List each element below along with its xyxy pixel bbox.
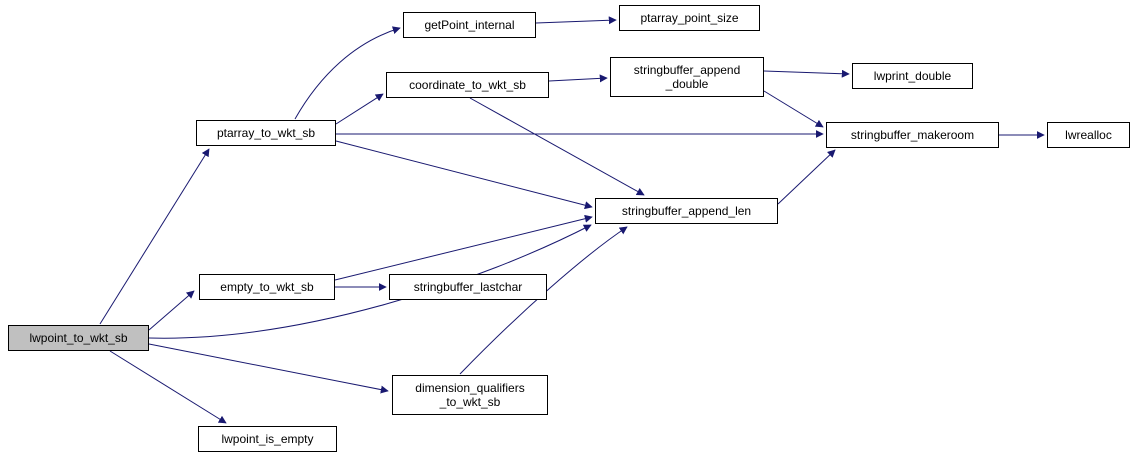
edge-lwpoint_to_wkt_sb-to-stringbuffer_append_len <box>148 224 592 339</box>
edge-ptarray_to_wkt_sb-to-getPoint_internal <box>294 26 401 120</box>
node-coordinate_to_wkt_sb[interactable]: coordinate_to_wkt_sb <box>386 72 549 98</box>
node-label: ptarray_point_size <box>640 11 739 25</box>
node-label: stringbuffer_append <box>633 63 741 77</box>
edge-lwpoint_to_wkt_sb-to-empty_to_wkt_sb <box>148 290 195 331</box>
node-lwrealloc[interactable]: lwrealloc <box>1047 122 1130 148</box>
node-stringbuffer_makeroom[interactable]: stringbuffer_makeroom <box>826 122 999 148</box>
edge-lwpoint_to_wkt_sb-to-dimension_qualifiers_to_wkt_sb <box>148 343 389 394</box>
edge-ptarray_to_wkt_sb-to-coordinate_to_wkt_sb <box>335 93 384 125</box>
edge-coordinate_to_wkt_sb-to-stringbuffer_append_double <box>548 74 608 83</box>
node-label: getPoint_internal <box>424 18 515 32</box>
node-label: lwpoint_is_empty <box>221 432 314 446</box>
node-lwpoint_to_wkt_sb[interactable]: lwpoint_to_wkt_sb <box>8 325 149 351</box>
edge-lwpoint_to_wkt_sb-to-lwpoint_is_empty <box>109 350 227 424</box>
node-label: lwprint_double <box>873 69 952 83</box>
node-label: stringbuffer_makeroom <box>850 128 975 142</box>
node-lwprint_double[interactable]: lwprint_double <box>852 63 973 89</box>
edge-lwpoint_to_wkt_sb-to-ptarray_to_wkt_sb <box>99 148 210 325</box>
edge-coordinate_to_wkt_sb-to-stringbuffer_append_len <box>469 97 645 196</box>
edge-empty_to_wkt_sb-to-stringbuffer_append_len <box>334 214 593 281</box>
node-label: lwrealloc <box>1065 128 1112 142</box>
node-lwpoint_is_empty[interactable]: lwpoint_is_empty <box>198 426 337 452</box>
node-getPoint_internal[interactable]: getPoint_internal <box>403 12 536 38</box>
node-stringbuffer_lastchar[interactable]: stringbuffer_lastchar <box>389 274 547 300</box>
node-label: _double <box>665 77 709 91</box>
edge-stringbuffer_append_double-to-stringbuffer_makeroom <box>763 90 824 128</box>
edge-ptarray_to_wkt_sb-to-stringbuffer_append_len <box>335 140 593 210</box>
node-label: _to_wkt_sb <box>439 395 501 409</box>
node-label: dimension_qualifiers <box>415 381 525 395</box>
node-label: stringbuffer_lastchar <box>413 280 523 294</box>
node-dimension_qualifiers_to_wkt_sb[interactable]: dimension_qualifiers_to_wkt_sb <box>392 375 548 415</box>
node-stringbuffer_append_double[interactable]: stringbuffer_append_double <box>610 57 764 97</box>
node-label: coordinate_to_wkt_sb <box>409 78 526 92</box>
node-empty_to_wkt_sb[interactable]: empty_to_wkt_sb <box>199 274 335 300</box>
edge-stringbuffer_append_double-to-lwprint_double <box>763 69 850 78</box>
node-label: stringbuffer_append_len <box>621 204 752 218</box>
node-stringbuffer_append_len[interactable]: stringbuffer_append_len <box>595 198 778 224</box>
edge-dimension_qualifiers_to_wkt_sb-to-stringbuffer_append_len <box>459 226 628 375</box>
node-label: ptarray_to_wkt_sb <box>216 126 316 140</box>
edge-getPoint_internal-to-ptarray_point_size <box>535 16 617 25</box>
node-label: empty_to_wkt_sb <box>220 280 314 294</box>
edge-stringbuffer_append_len-to-stringbuffer_makeroom <box>777 149 836 205</box>
node-ptarray_point_size[interactable]: ptarray_point_size <box>619 5 760 31</box>
node-ptarray_to_wkt_sb[interactable]: ptarray_to_wkt_sb <box>196 120 336 146</box>
node-label: lwpoint_to_wkt_sb <box>29 331 128 345</box>
